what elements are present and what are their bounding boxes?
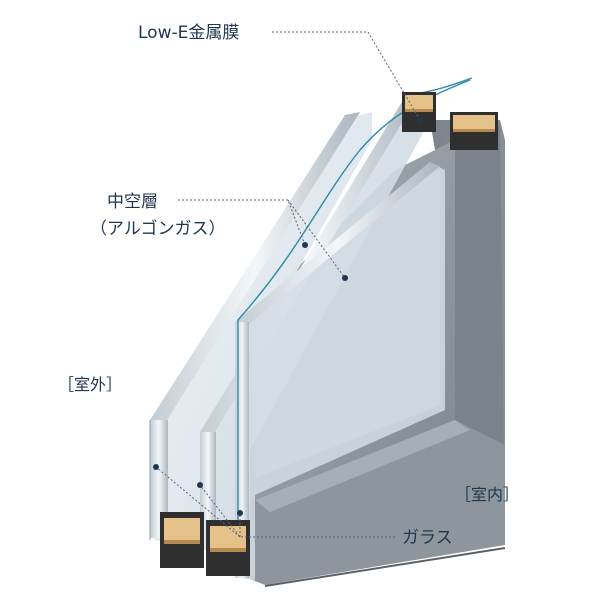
air-layer-leader-2: [287, 199, 346, 279]
air-layer-label-line2: （アルゴンガス）: [90, 218, 226, 239]
air-layer-label-line1: 中空層: [107, 192, 158, 212]
leader-lines: [155, 31, 421, 538]
lowe-film-label: Low-E金属膜: [138, 23, 239, 43]
inner-glass-pane: [235, 162, 445, 580]
bottom-spacer-right: [206, 520, 250, 576]
outer-glass-pane: [149, 112, 372, 548]
leader-dots: [153, 117, 423, 516]
bottom-spacer-left: [160, 512, 204, 568]
glass-label: ガラス: [402, 528, 453, 548]
top-spacer-back: [450, 112, 498, 150]
lowe-leader: [272, 31, 421, 121]
outdoor-label: ［室外］: [58, 375, 122, 394]
indoor-label: ［室内］: [455, 485, 519, 504]
